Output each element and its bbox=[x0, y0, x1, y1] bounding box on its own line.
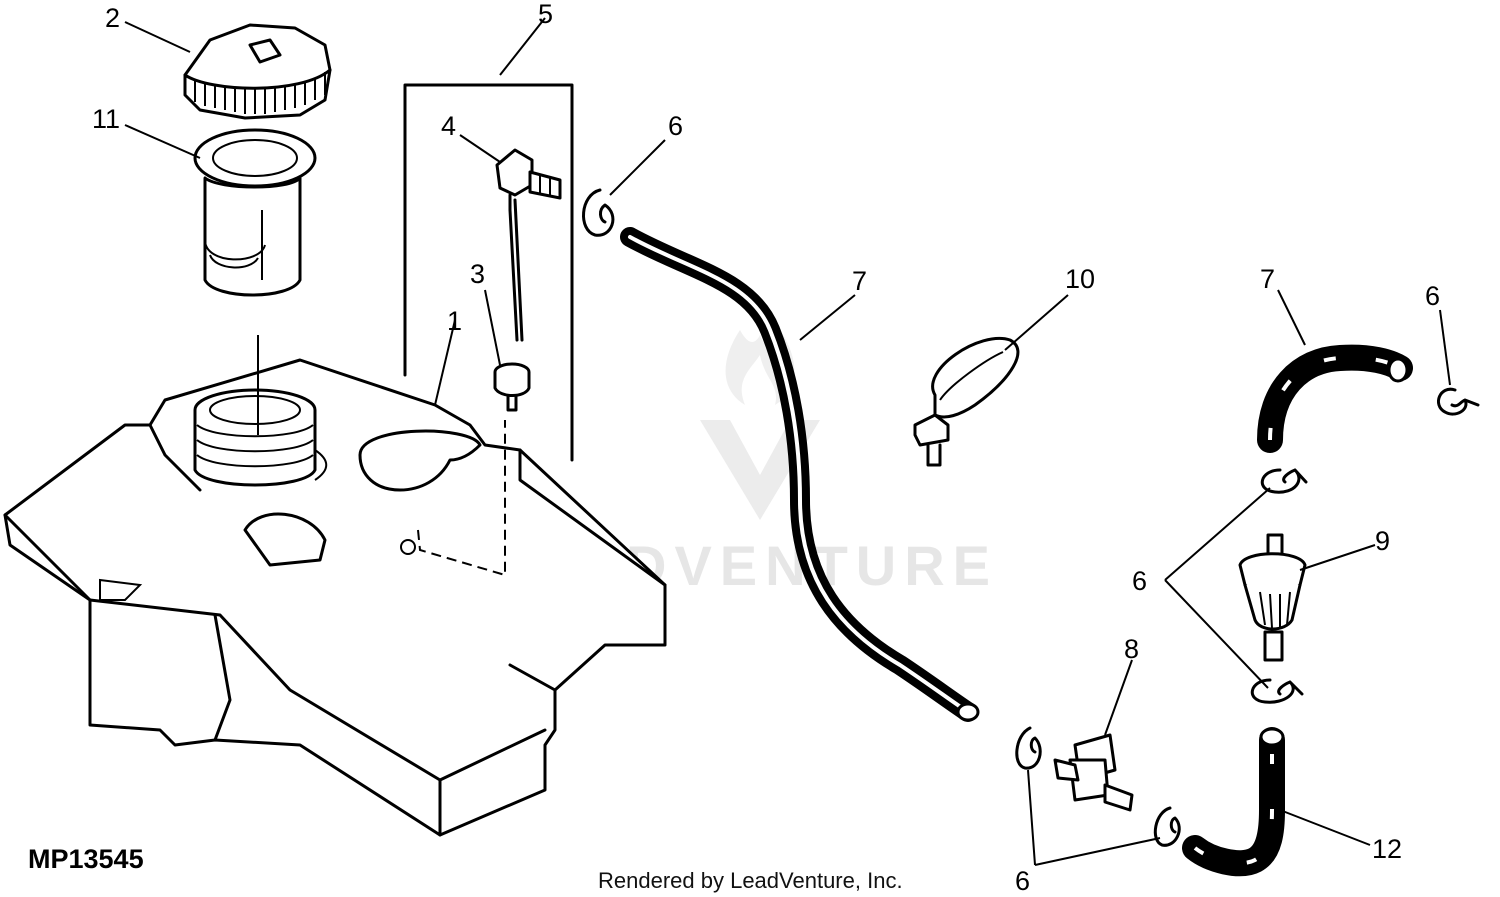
callout-4: 4 bbox=[441, 111, 456, 141]
hose-clamp-filter-bottom bbox=[1251, 678, 1304, 704]
hose-clamp-upper-right bbox=[1437, 387, 1480, 416]
hose-clamp-filter-top bbox=[1261, 468, 1308, 494]
callout-12: 12 bbox=[1372, 834, 1402, 864]
callout-6-right: 6 bbox=[1425, 281, 1440, 311]
callout-5: 5 bbox=[538, 0, 553, 29]
grommet-bushing bbox=[193, 128, 317, 297]
hose-clamp-valve-left bbox=[1015, 726, 1042, 770]
line-clip bbox=[913, 337, 1020, 467]
fuel-line-long bbox=[620, 227, 980, 722]
callout-7-short: 7 bbox=[1260, 264, 1275, 294]
callout-8: 8 bbox=[1124, 634, 1139, 664]
hose-clamp-valve-right bbox=[1153, 806, 1181, 847]
callout-6-valve: 6 bbox=[1015, 866, 1030, 896]
fuel-line-short bbox=[1257, 344, 1413, 453]
shutoff-valve bbox=[1053, 733, 1134, 812]
fuel-line-elbow bbox=[1182, 727, 1285, 877]
elbow-fitting bbox=[495, 148, 562, 342]
callout-1: 1 bbox=[447, 306, 462, 336]
drawing-number: MP13545 bbox=[28, 844, 144, 874]
assembly-bracket bbox=[403, 17, 574, 462]
callout-9: 9 bbox=[1375, 526, 1390, 556]
fuel-cap bbox=[183, 23, 332, 120]
hose-clamp bbox=[582, 188, 615, 237]
fuel-filter bbox=[1238, 533, 1307, 662]
callout-labels: 2 11 1 4 3 5 6 7 10 7 6 6 9 8 6 12 bbox=[92, 0, 1440, 896]
callout-6-filter: 6 bbox=[1132, 566, 1147, 596]
callout-7-long: 7 bbox=[852, 266, 867, 296]
callout-2: 2 bbox=[105, 3, 120, 33]
render-credit: Rendered by LeadVenture, Inc. bbox=[598, 868, 903, 893]
callout-10: 10 bbox=[1065, 264, 1095, 294]
grommet bbox=[493, 362, 531, 412]
callout-6-tube: 6 bbox=[668, 111, 683, 141]
callout-3: 3 bbox=[470, 259, 485, 289]
callout-11: 11 bbox=[92, 104, 120, 134]
leader-lines bbox=[124, 21, 1451, 866]
fuel-tank bbox=[3, 335, 667, 837]
